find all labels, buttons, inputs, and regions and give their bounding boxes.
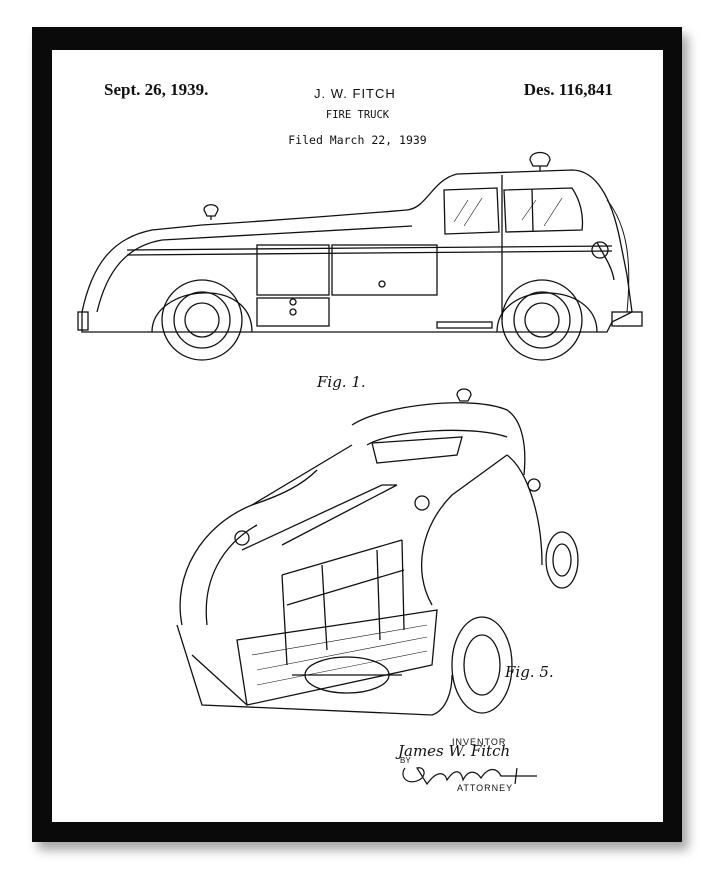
fig5-rear-perspective-drawing	[176, 388, 579, 716]
fig5-windshield	[371, 436, 463, 464]
roof-lamp	[529, 151, 551, 167]
fig5-rear-wheel	[451, 616, 513, 714]
cab-window-rear	[443, 187, 500, 235]
inventor-caption: INVENTOR	[452, 737, 507, 747]
compartment-right	[331, 244, 438, 296]
fig5-hose-bed	[236, 609, 438, 706]
rear-wheel	[161, 279, 243, 361]
patent-number: Des. 116,841	[523, 80, 613, 99]
inventor-signature: James W. Fitch	[398, 742, 511, 760]
cab-window-front	[503, 187, 584, 233]
compartment-lower-left	[256, 297, 330, 327]
patent-date: Sept. 26, 1939.	[104, 80, 209, 99]
fig5-front-wheel	[545, 531, 579, 589]
inventor-name: J. W. FITCH	[314, 86, 396, 101]
attorney-caption: ATTORNEY	[457, 783, 514, 793]
fig1-label: Fig. 1.	[317, 373, 366, 391]
side-lamp	[203, 204, 219, 217]
compartment-upper-left	[256, 244, 330, 296]
by-label: BY	[400, 756, 411, 765]
fig1-side-view-drawing	[77, 151, 643, 361]
fig1-body-outline	[81, 169, 633, 333]
filed-date: Filed March 22, 1939	[288, 133, 427, 147]
patent-subject: FIRE TRUCK	[325, 109, 390, 121]
patent-sheet: Sept. 26, 1939. J. W. FITCH Des. 116,841…	[52, 50, 663, 822]
fig5-left-fender	[179, 469, 318, 626]
attorney-signature	[402, 767, 537, 786]
fig5-label: Fig. 5.	[505, 663, 554, 681]
fig5-cab-roof	[351, 402, 526, 476]
